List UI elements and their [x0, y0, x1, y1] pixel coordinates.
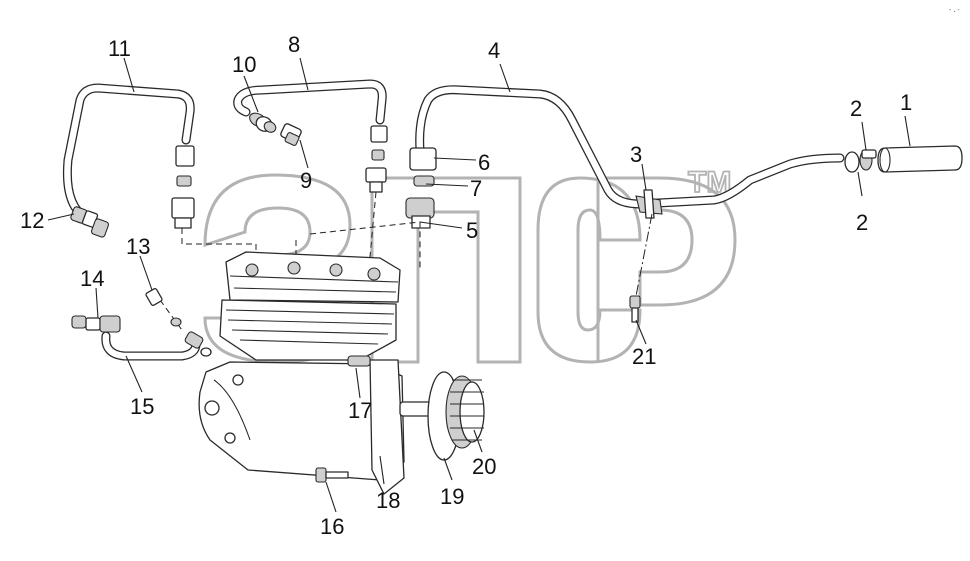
callout-10: 10 [232, 52, 256, 77]
callout-1: 1 [900, 90, 912, 115]
fitting-12 [70, 206, 110, 238]
gear-20 [445, 375, 485, 449]
callout-6: 6 [478, 150, 490, 175]
callout-8: 8 [288, 32, 300, 57]
clamps-2 [844, 149, 877, 173]
callout-3: 3 [630, 142, 642, 167]
callout-14: 14 [80, 266, 104, 291]
watermark-letter-1 [203, 173, 354, 364]
hose-1 [877, 145, 963, 173]
watermark-logo: TM [203, 165, 737, 364]
fitting-10 [249, 112, 277, 133]
pipe-8 [233, 79, 387, 125]
fitting-13 [145, 288, 182, 327]
callout-4: 4 [488, 38, 500, 63]
callout-19: 19 [440, 484, 464, 509]
callout-16: 16 [320, 514, 344, 539]
callout-2-lower: 2 [856, 210, 868, 235]
pipe-4 [415, 85, 845, 209]
fitting-9 [280, 123, 302, 146]
corner-mark: -.- [948, 6, 961, 14]
callout-11: 11 [108, 36, 131, 61]
connector-under-pipe-8 [365, 125, 388, 193]
pipe-15 [101, 331, 201, 361]
callout-2-upper: 2 [850, 96, 862, 121]
callout-12: 12 [20, 208, 44, 233]
callout-21: 21 [632, 344, 656, 369]
leader-lines [47, 57, 911, 513]
callout-17: 17 [348, 398, 372, 423]
connector-under-pipe-11 [171, 145, 195, 229]
fitting-15-end [184, 331, 212, 357]
bracket-3 [635, 189, 663, 219]
callout-18: 18 [376, 488, 400, 513]
bolt-16 [315, 467, 349, 483]
callout-9: 9 [300, 168, 312, 193]
fittings-6-7-5 [405, 147, 437, 229]
bolt-21 [629, 295, 641, 323]
pipe-11 [62, 83, 195, 223]
callout-20: 20 [472, 454, 496, 479]
compressor-18 [198, 251, 437, 495]
part-17 [347, 355, 371, 367]
callout-labels: 1 2 2 3 4 5 6 7 8 9 10 11 12 13 14 15 16… [20, 32, 912, 539]
callout-7: 7 [470, 176, 482, 201]
callout-13: 13 [126, 234, 150, 259]
callout-5: 5 [466, 218, 478, 243]
callout-15: 15 [130, 394, 154, 419]
watermark-letter-3 [536, 176, 642, 364]
fitting-14 [71, 315, 121, 333]
